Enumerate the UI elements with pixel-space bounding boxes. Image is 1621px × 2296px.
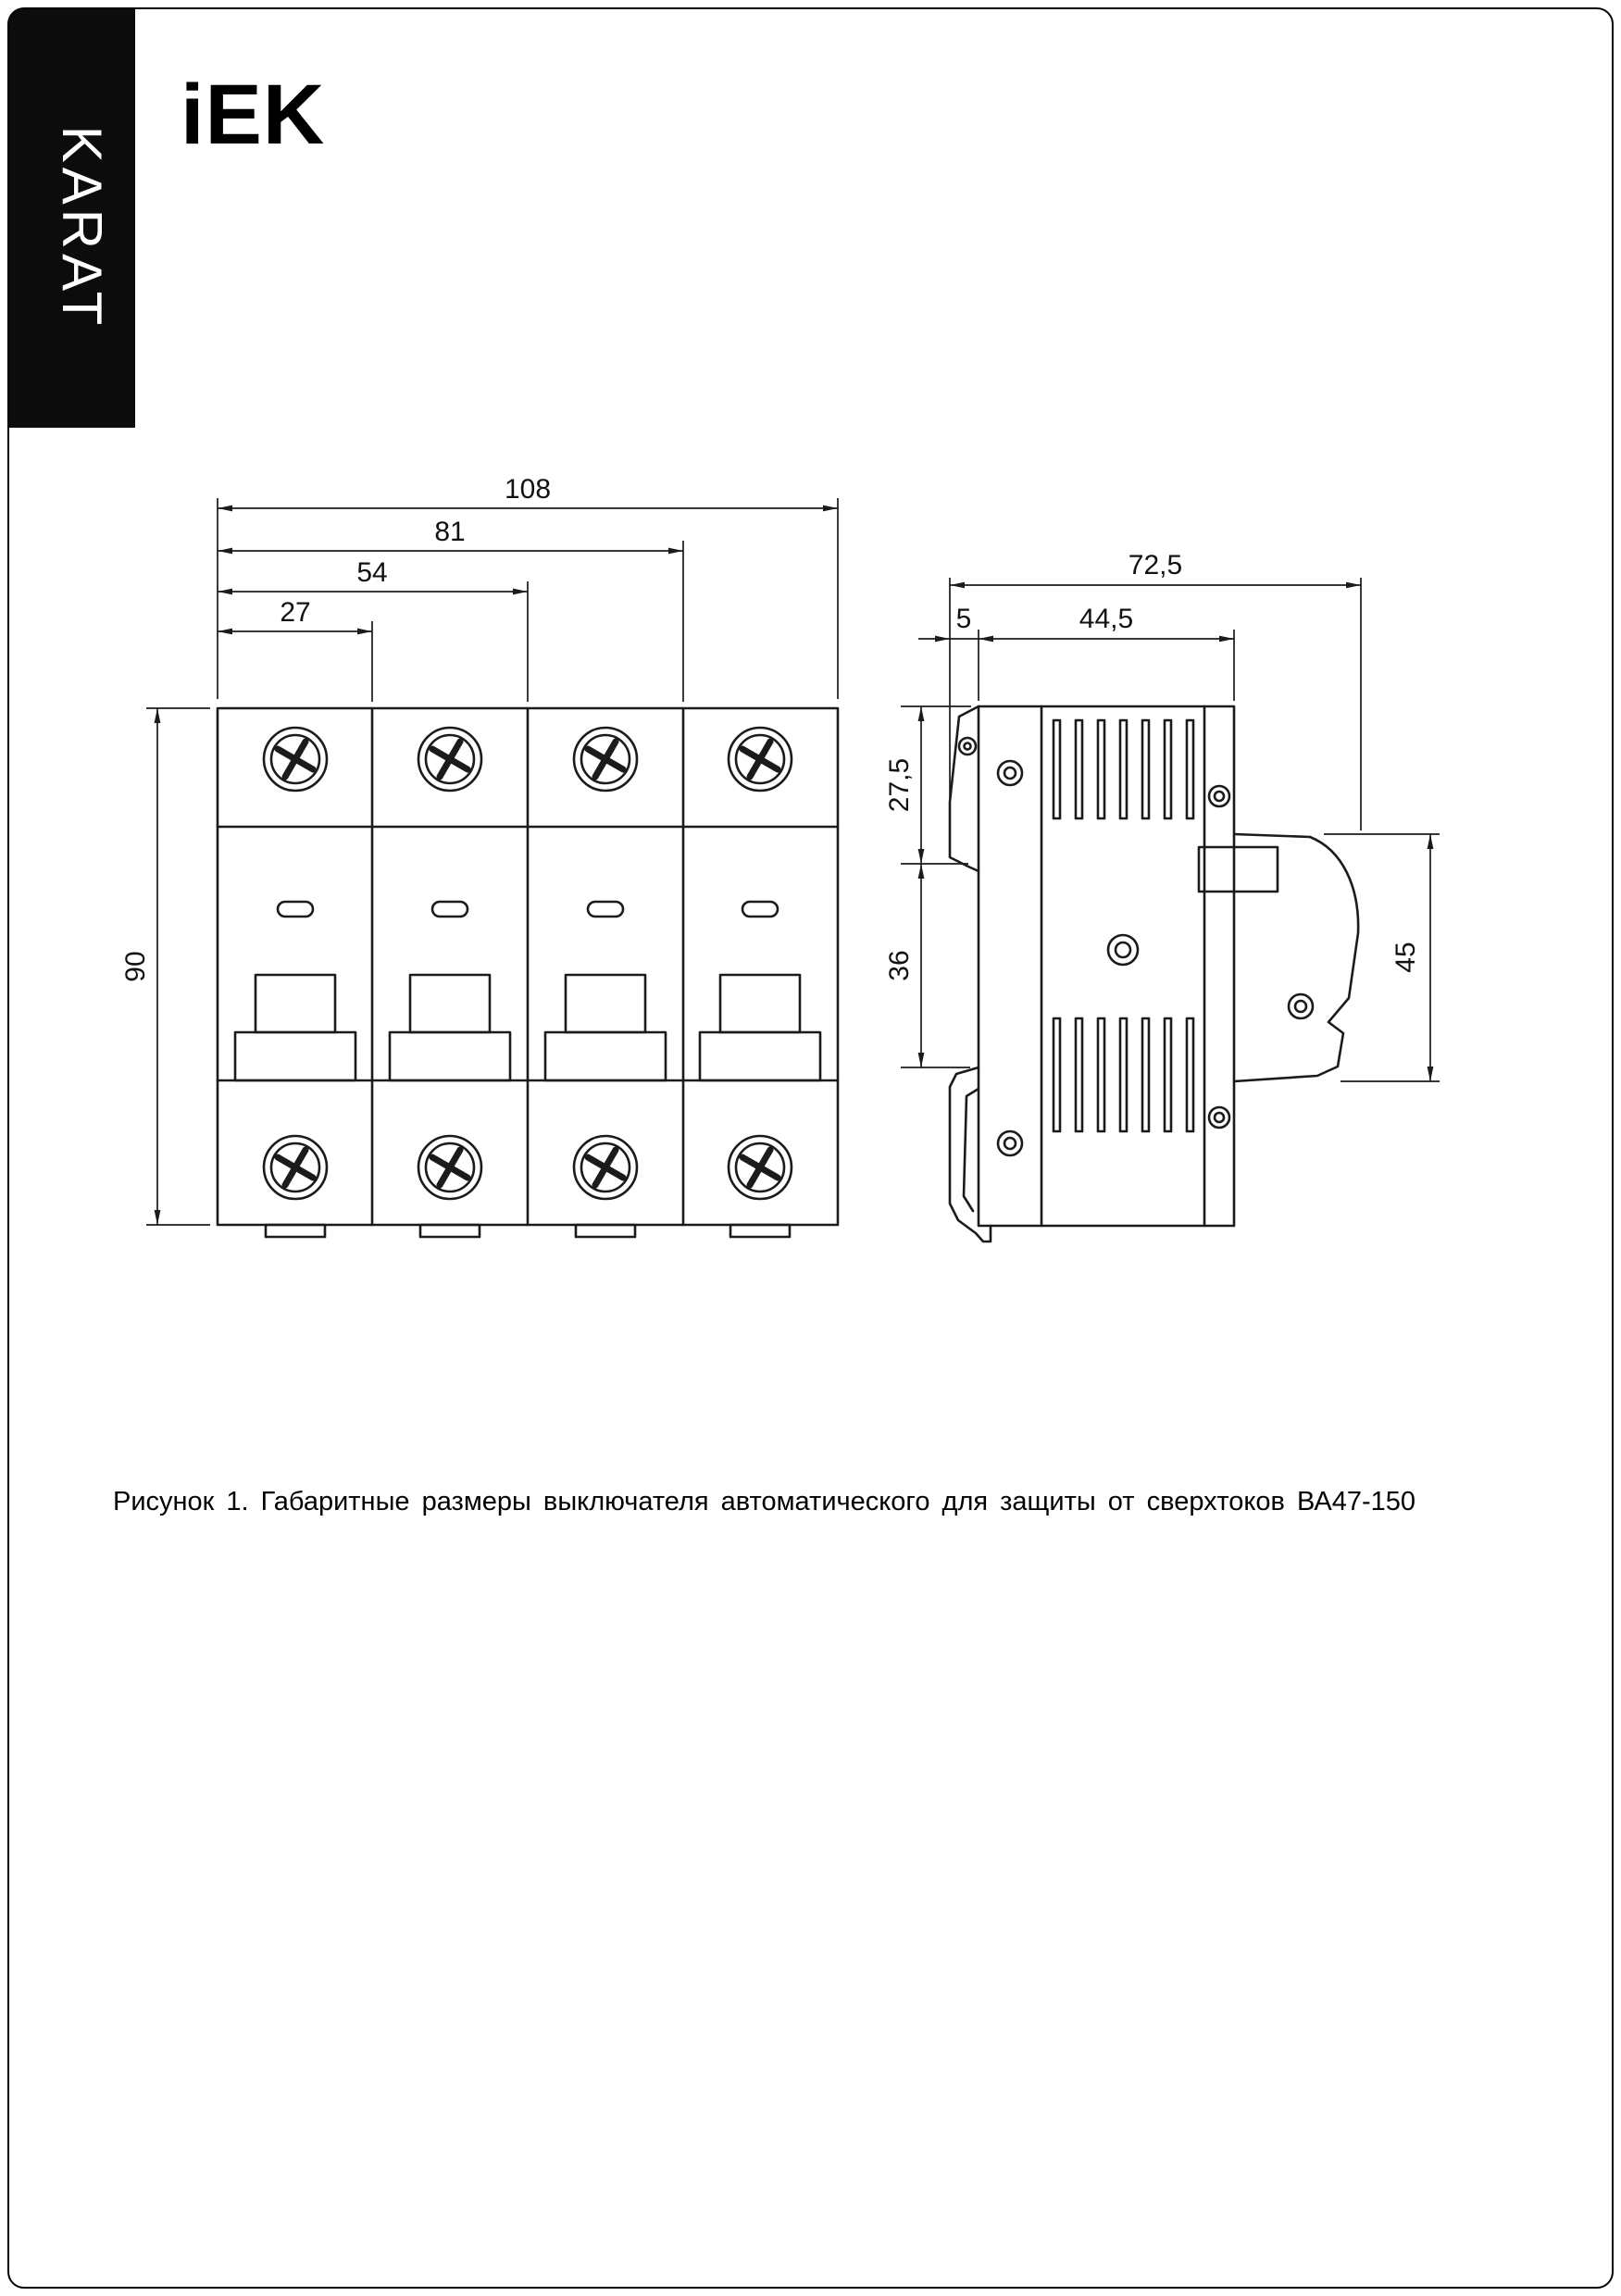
dim-height: 90 bbox=[120, 951, 151, 981]
side-view-drawing bbox=[948, 705, 1360, 1243]
dim-middle-height: 36 bbox=[884, 950, 915, 980]
front-terminal-screws bbox=[262, 726, 793, 1201]
dim-three-pole-width: 81 bbox=[434, 517, 465, 547]
front-view-dimensions: 108 81 54 27 90 bbox=[120, 474, 839, 1226]
dim-one-pole-width: 27 bbox=[280, 597, 310, 628]
dim-rail-ledge: 5 bbox=[956, 604, 972, 634]
iek-logo: iEK bbox=[181, 68, 326, 162]
dim-terminal-height: 45 bbox=[1390, 942, 1421, 972]
dim-total-width: 108 bbox=[505, 474, 551, 505]
dim-upper-height: 27,5 bbox=[884, 758, 915, 812]
side-view-dimensions: 72,5 5 44,5 27,5 36 45 bbox=[884, 550, 1440, 1082]
dim-body-depth: 44,5 bbox=[1079, 604, 1133, 634]
figure-caption: Рисунок 1. Габаритные размеры выключател… bbox=[113, 1487, 1416, 1516]
dim-total-depth: 72,5 bbox=[1128, 550, 1182, 580]
karat-brand-bar: KARAT bbox=[9, 9, 135, 428]
dim-two-pole-width: 54 bbox=[356, 557, 387, 588]
front-view-drawing bbox=[216, 706, 840, 1239]
